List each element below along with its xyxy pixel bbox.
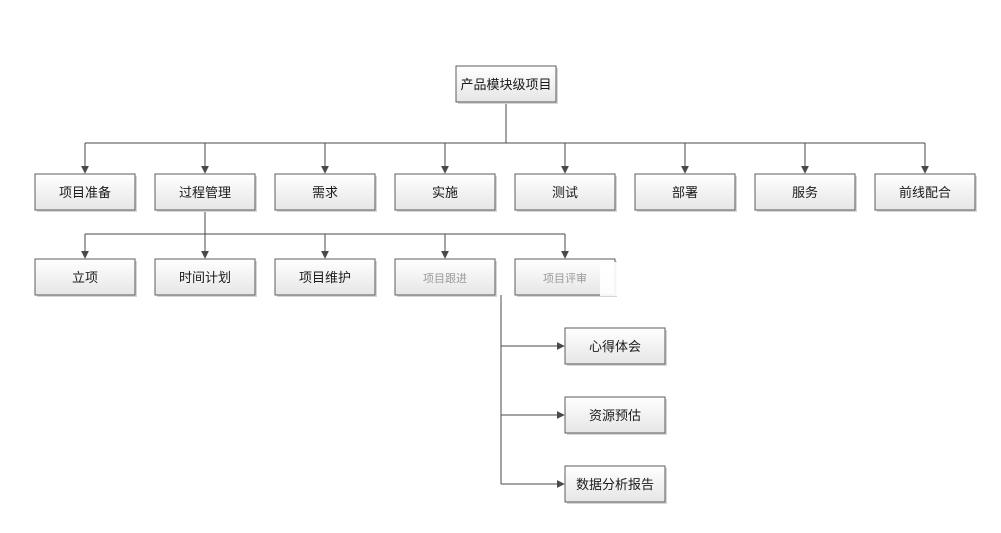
level1-node-1: 项目准备: [34, 173, 137, 212]
level1-node-7: 服务: [754, 173, 857, 212]
level1-node-8-box: [874, 173, 976, 211]
level1-node-8-label: 前线配合: [899, 185, 951, 201]
fade-overlay-left: [378, 262, 392, 296]
level3-node-1: 心得体会: [564, 327, 667, 366]
level1-node-6-label: 部署: [672, 186, 698, 201]
level2-node-4-label: 项目跟进: [423, 272, 467, 285]
level1-node-3: 需求: [274, 173, 377, 212]
level1-node-1-label: 项目准备: [59, 185, 111, 201]
level1-node-3-box: [274, 173, 376, 211]
level2-node-3-label: 项目维护: [299, 271, 351, 286]
level1-node-6-box: [634, 173, 736, 211]
level3-node-1-box: [564, 327, 666, 365]
level2-node-1-label: 立项: [72, 271, 98, 286]
level1-node-2: 过程管理: [154, 173, 257, 212]
level1-node-6: 部署: [634, 173, 737, 212]
faded-overlays: [378, 262, 660, 296]
level2-node-4: 项目跟进: [394, 258, 497, 297]
level2-node-1: 立项: [34, 258, 137, 297]
level3-node-3-label: 数据分析报告: [576, 478, 654, 493]
level3-node-2-box: [564, 396, 666, 434]
level2-node-1-box: [34, 258, 136, 296]
level1-node-2-label: 过程管理: [179, 186, 231, 201]
level2-node-5-box: [514, 258, 616, 296]
level1-node-7-label: 服务: [792, 185, 818, 201]
level3-node-1-label: 心得体会: [589, 339, 641, 355]
root-node-box: [455, 65, 557, 103]
level1-node-5-label: 测试: [552, 186, 578, 201]
level1-node-4: 实施: [394, 173, 497, 212]
level1-node-5: 测试: [514, 173, 617, 212]
level1-node-5-box: [514, 173, 616, 211]
root-node-label: 产品模块级项目: [460, 78, 551, 93]
level2-node-2-label: 时间计划: [179, 271, 231, 286]
level3-node-2-label: 资源预估: [589, 409, 641, 424]
level2-node-3-box: [274, 258, 376, 296]
level1-node-1-box: [34, 173, 136, 211]
level3-node-3-box: [564, 465, 666, 503]
level3-node-3: 数据分析报告: [564, 465, 667, 504]
level1-node-7-box: [754, 173, 856, 211]
level2-node-2: 时间计划: [154, 258, 257, 297]
level1-node-4-label: 实施: [432, 186, 458, 201]
fade-overlay-right: [600, 262, 660, 296]
level1-node-8: 前线配合: [874, 173, 977, 212]
level2-node-5-label: 项目评审: [543, 271, 587, 285]
level1-node-3-label: 需求: [312, 186, 338, 201]
level2-node-2-box: [154, 258, 256, 296]
connector-lines: [81, 102, 929, 488]
level3-node-2: 资源预估: [564, 396, 667, 435]
root-node: 产品模块级项目: [455, 65, 558, 104]
level1-node-4-box: [394, 173, 496, 211]
level1-node-2-box: [154, 173, 256, 211]
level2-node-3: 项目维护: [274, 258, 377, 297]
level2-node-4-box: [394, 258, 496, 296]
